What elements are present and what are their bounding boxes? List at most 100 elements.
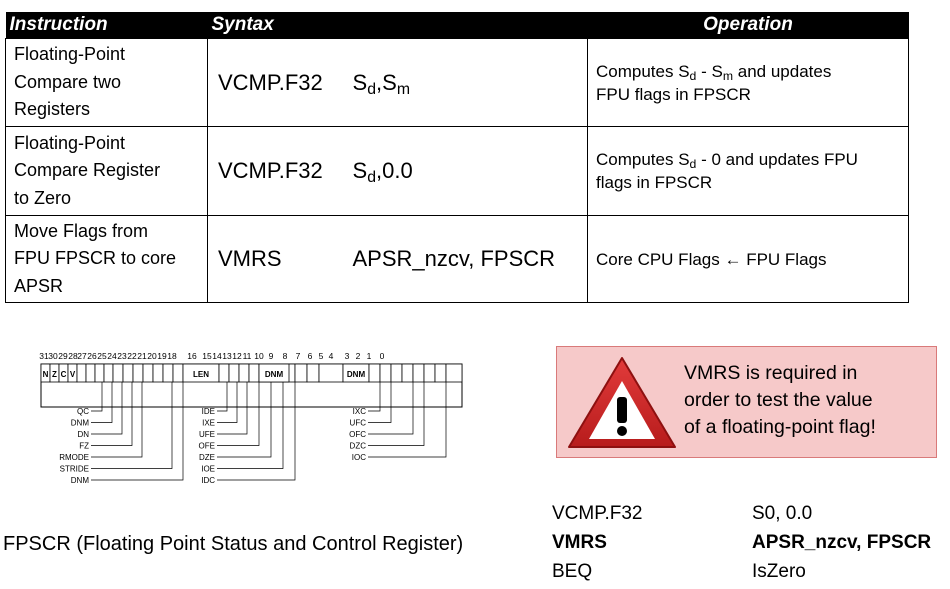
register-cell	[152, 363, 164, 383]
operand-text: S	[352, 69, 368, 95]
mnemonic: VCMP.F32	[207, 38, 353, 127]
register-cell	[379, 363, 392, 383]
register-cell	[132, 363, 144, 383]
operation-text: flags in FPSCR	[596, 173, 713, 192]
leader-line	[217, 382, 296, 481]
fpscr-caption: FPSCR (Floating Point Status and Control…	[3, 533, 464, 555]
code-operands: S0, 0.0	[752, 503, 813, 524]
field-label-right: IXC	[353, 407, 367, 416]
bit-number: 15	[202, 351, 212, 361]
warning-callout: VMRS is required in order to test the va…	[556, 346, 937, 458]
leader-line	[91, 382, 143, 458]
leader-line	[217, 382, 248, 435]
bit-number: 7	[296, 351, 301, 361]
table-header-row: Instruction Syntax Operation	[5, 12, 909, 39]
instruction-name: Move Flags from FPU FPSCR to core APSR	[5, 215, 208, 303]
header-syntax: Syntax	[207, 12, 588, 39]
header-operation: Operation	[587, 12, 909, 39]
register-cell	[218, 363, 230, 383]
instruction-table: Instruction Syntax Operation Floating-Po…	[5, 12, 909, 303]
leader-line	[91, 382, 123, 435]
register-cell	[228, 363, 240, 383]
register-cell	[85, 363, 96, 383]
field-label-right: UFC	[350, 419, 367, 428]
register-cell	[423, 363, 436, 383]
warning-line: VMRS is required in	[684, 362, 858, 384]
operand-text: S	[382, 69, 397, 95]
leader-line	[217, 382, 284, 469]
leader-line	[368, 382, 381, 412]
bit-number: 20	[147, 351, 157, 361]
leader-line	[217, 382, 238, 423]
field-label-right: OFC	[349, 430, 366, 439]
operation-subscript: m	[722, 68, 734, 83]
field-label-left: QC	[77, 407, 89, 416]
bit-number: 28	[68, 351, 78, 361]
leader-line	[368, 382, 447, 458]
operation-subscript: d	[689, 157, 697, 172]
instruction-name: Floating-Point Compare two Registers	[5, 38, 208, 127]
register-cell	[103, 363, 114, 383]
warning-triangle-icon	[568, 357, 676, 448]
field-label-mid: DZE	[199, 453, 215, 462]
operands: APSR_nzcv, FPSCR	[352, 215, 588, 303]
field-label-mid: IXE	[202, 419, 215, 428]
register-cell	[172, 363, 184, 383]
bit-number: 31	[39, 351, 49, 361]
register-cell	[401, 363, 414, 383]
bit-number: 19	[157, 351, 167, 361]
operation-text: Computes S	[596, 150, 690, 169]
operation-text: Computes S	[596, 61, 690, 81]
field-label-mid: IDC	[201, 476, 215, 485]
dnm-field-label: DNM	[265, 370, 284, 379]
operation-text: - S	[696, 61, 723, 81]
field-label-left: RMODE	[59, 453, 89, 462]
leader-line	[91, 382, 113, 423]
operand-separator: ,	[376, 69, 383, 95]
bit-number: 25	[97, 351, 107, 361]
mnemonic: VMRS	[207, 215, 353, 303]
code-mnemonic: VCMP.F32	[552, 503, 643, 524]
warning-line: order to test the value	[684, 389, 873, 411]
warning-text: VMRS is required in order to test the va…	[684, 360, 934, 441]
field-label-left: DNM	[71, 476, 90, 485]
register-cell	[390, 363, 403, 383]
len-field-label: LEN	[193, 370, 209, 379]
field-label-mid: IDE	[202, 407, 215, 416]
field-label-mid: IOE	[201, 465, 215, 474]
mnemonic: VCMP.F32	[207, 126, 353, 216]
operands: Sd,Sm	[352, 38, 588, 127]
operand-subscript: d	[367, 80, 376, 98]
operation-subscript: d	[689, 68, 697, 83]
operation-description: Computes Sd - 0 and updates FPU flags in…	[587, 126, 909, 216]
register-cell	[368, 363, 381, 383]
warning-line: of a floating-point flag!	[684, 416, 876, 438]
register-cell	[248, 363, 260, 383]
register-cell	[76, 363, 87, 383]
operation-description: Computes Sd - Sm and updates FPU flags i…	[587, 38, 909, 127]
leader-line	[368, 382, 392, 423]
operand-subscript: d	[367, 168, 376, 186]
instruction-name: Floating-Point Compare Register to Zero	[5, 126, 208, 216]
bit-number: 4	[329, 351, 334, 361]
operation-text: and updates	[733, 61, 832, 81]
field-label-right: IOC	[352, 453, 366, 462]
instruction-line: Floating-Point	[14, 44, 126, 65]
register-cell	[445, 363, 463, 383]
register-cell	[294, 363, 308, 383]
bit-number: 0	[380, 351, 385, 361]
field-label-left: STRIDE	[60, 465, 89, 474]
leader-line	[368, 382, 414, 435]
operation-text: FPU flags in FPSCR	[596, 84, 751, 104]
bit-number: 11	[243, 351, 252, 361]
field-label-mid: UFE	[199, 430, 215, 439]
table-row: Floating-Point Compare two Registers VCM…	[5, 38, 909, 127]
register-cell	[318, 363, 344, 383]
flag-bit-label: V	[70, 370, 76, 379]
bit-number: 16	[187, 351, 197, 361]
instruction-line: to Zero	[14, 187, 72, 208]
code-mnemonic: BEQ	[552, 561, 593, 582]
register-cell	[412, 363, 425, 383]
